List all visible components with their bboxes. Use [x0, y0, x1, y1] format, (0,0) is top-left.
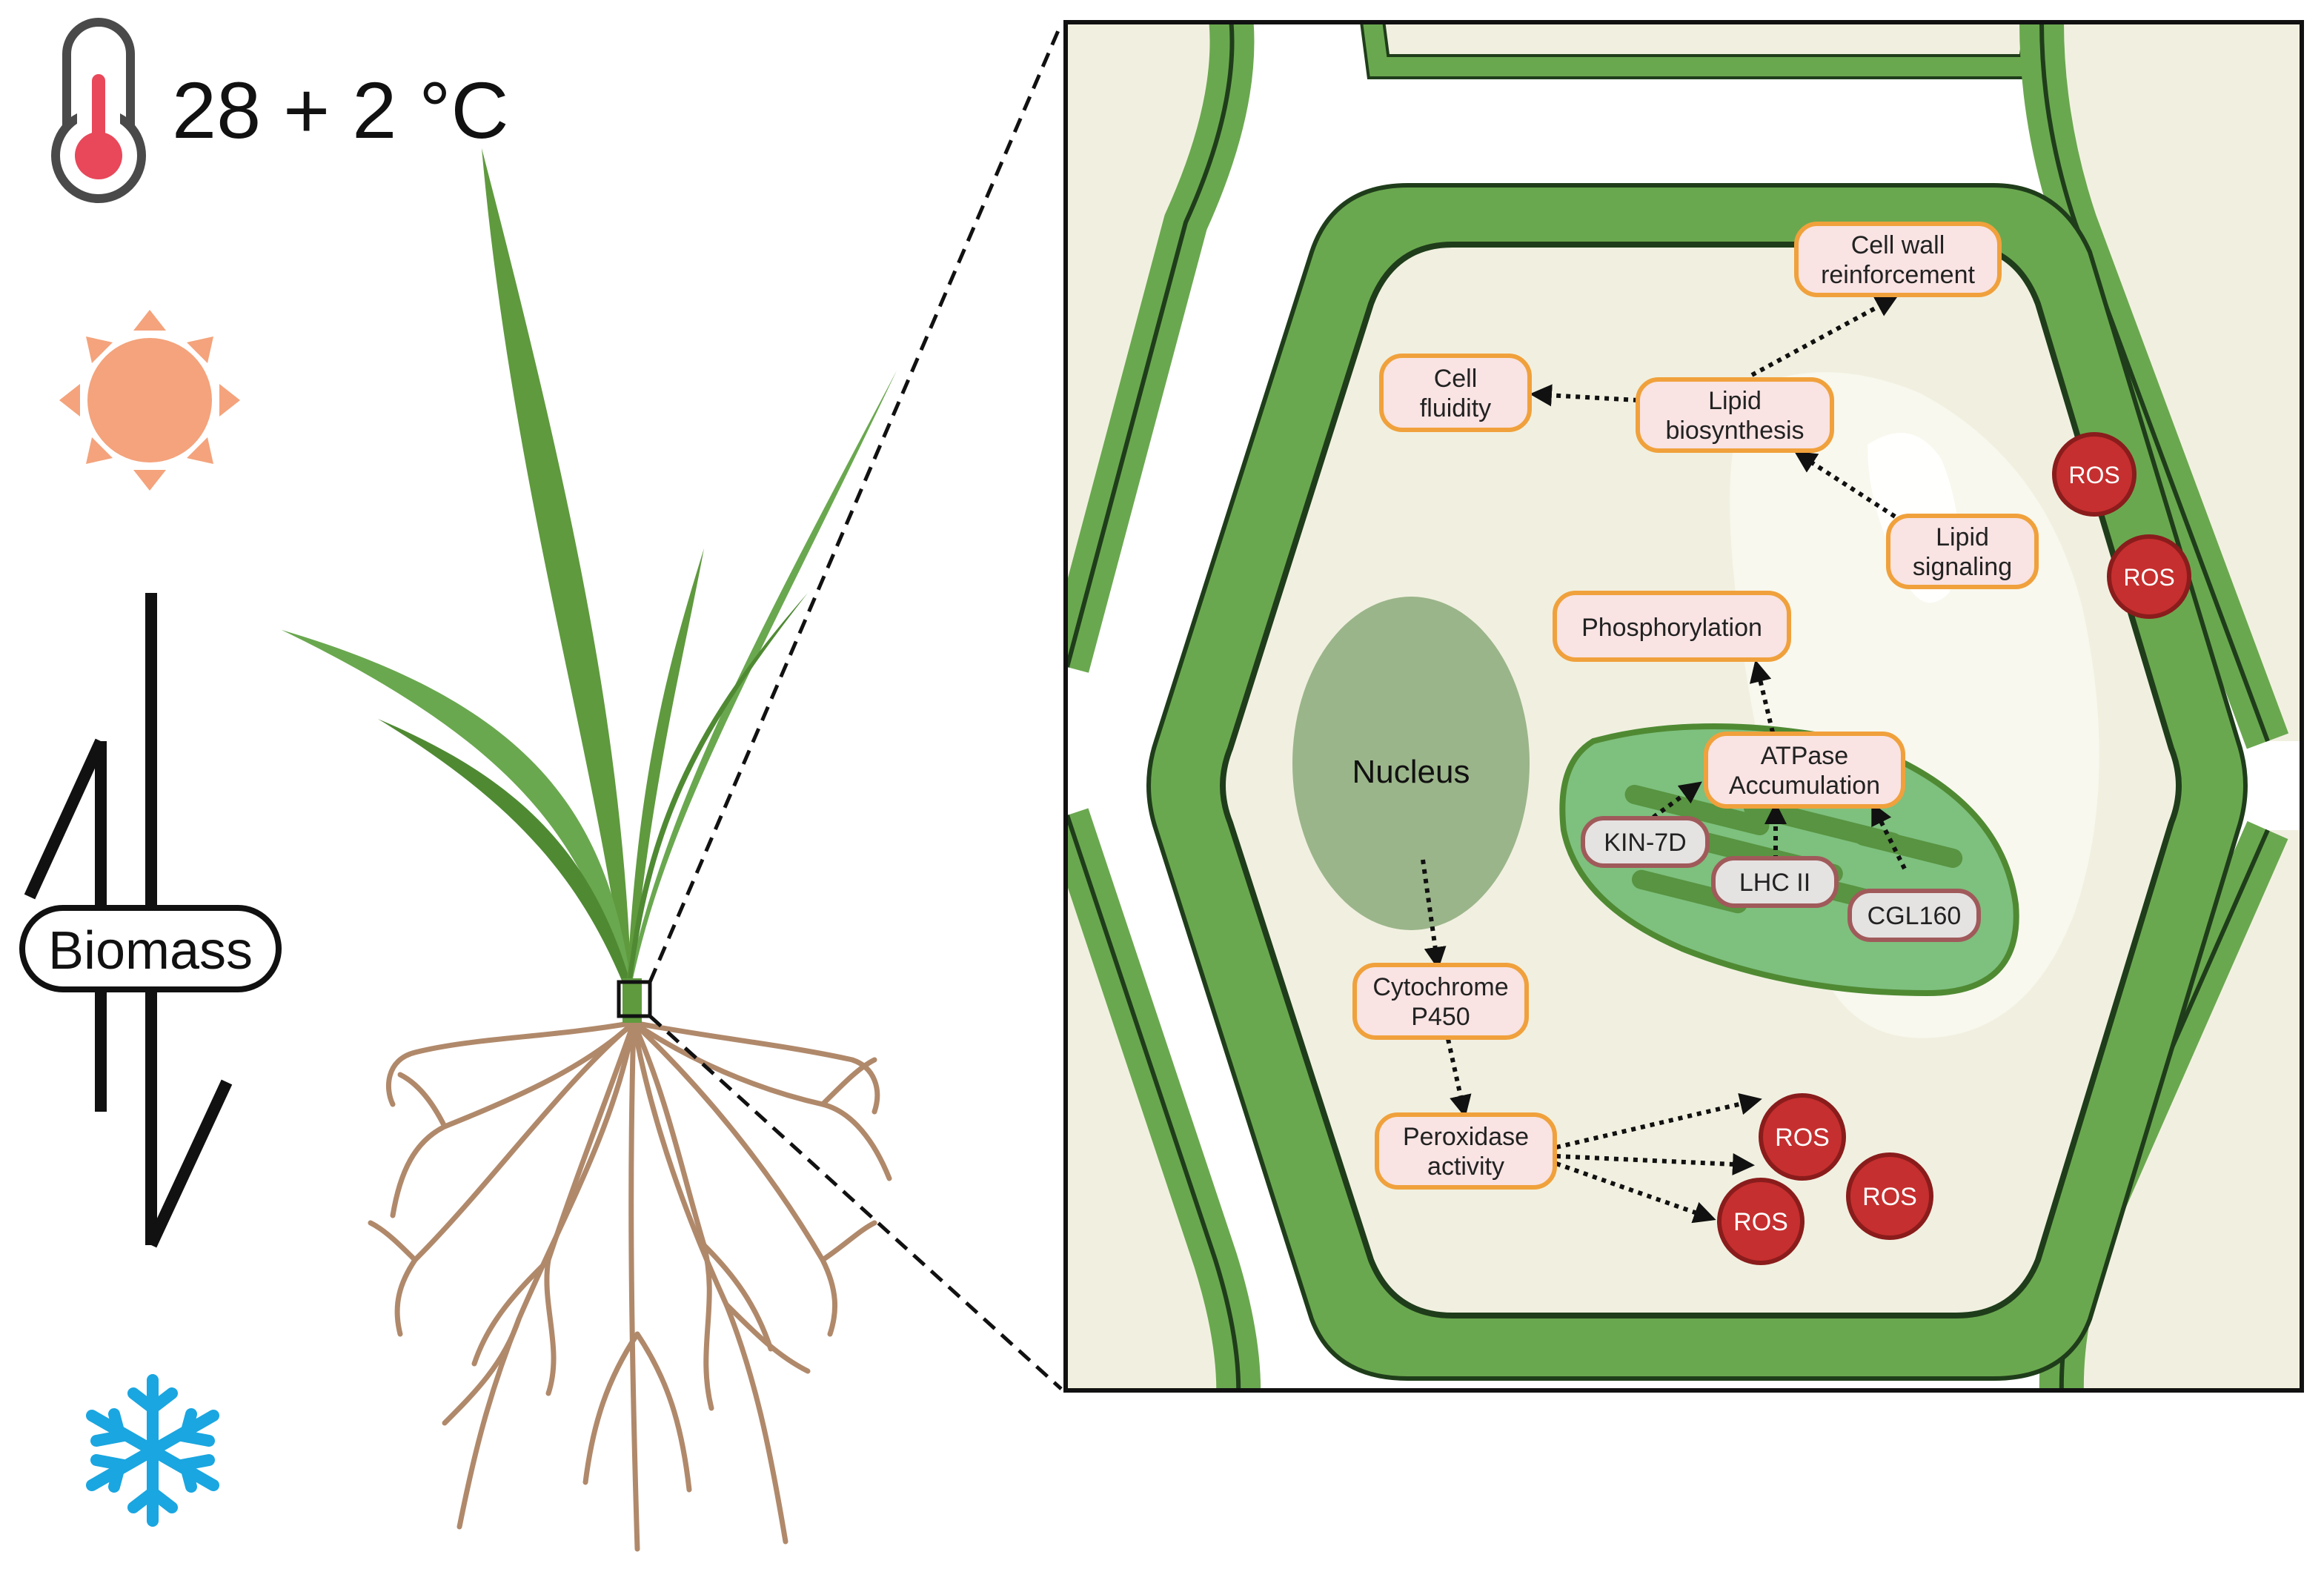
sun-icon — [59, 310, 240, 491]
wheat-plant — [282, 148, 897, 1552]
zoom-marker — [617, 980, 652, 1018]
box-cell-wall-line2: reinforcement — [1821, 261, 1975, 289]
snowflake-icon — [86, 1374, 219, 1527]
biomass-badge: Biomass — [19, 905, 282, 992]
ros-2: ROS — [2107, 534, 2191, 619]
box-cell-fluidity-line2: fluidity — [1420, 394, 1491, 422]
box-lipid-biosynthesis-line2: biosynthesis — [1665, 417, 1804, 445]
thermometer-icon — [51, 18, 146, 203]
protein-cgl160-label: CGL160 — [1868, 902, 1962, 930]
ros-4: ROS — [1846, 1152, 1933, 1240]
zoom-lines — [648, 23, 1063, 1390]
box-lipid-signaling: Lipid signaling — [1886, 514, 2039, 589]
box-atpase-line2: Accumulation — [1729, 772, 1880, 800]
box-phosphorylation-line1: Phosphorylation — [1581, 614, 1762, 642]
box-cytochrome-p450: Cytochrome P450 — [1352, 963, 1529, 1040]
roots — [368, 1020, 892, 1552]
ros-3-label: ROS — [1775, 1124, 1830, 1152]
box-phosphorylation: Phosphorylation — [1553, 591, 1791, 662]
ros-1-label: ROS — [2068, 462, 2119, 488]
cell-panel-border — [1063, 20, 2304, 1393]
box-atpase-accumulation: ATPase Accumulation — [1704, 732, 1905, 809]
box-peroxidase-line1: Peroxidase — [1403, 1123, 1529, 1151]
ros-5: ROS — [1717, 1178, 1805, 1265]
box-cell-fluidity-line1: Cell — [1434, 365, 1478, 393]
box-lipid-signaling-line1: Lipid — [1936, 523, 1989, 551]
box-cell-fluidity: Cell fluidity — [1379, 354, 1532, 432]
cell-panel: Nucleus — [1063, 20, 2304, 1393]
protein-lhc-ii: LHC II — [1711, 856, 1839, 908]
box-lipid-biosynthesis: Lipid biosynthesis — [1636, 377, 1834, 453]
neighbor-cell-right — [2042, 22, 2302, 741]
box-cytochrome-line2: P450 — [1411, 1003, 1470, 1031]
ros-5-label: ROS — [1733, 1208, 1788, 1236]
temperature-label: 28 + 2 °C — [172, 65, 508, 155]
neighbor-cell-top — [1360, 22, 2049, 79]
shoots — [282, 148, 897, 1023]
box-cell-wall-reinforcement: Cell wall reinforcement — [1794, 222, 2002, 297]
biomass-label: Biomass — [48, 921, 253, 981]
box-atpase-line1: ATPase — [1761, 742, 1848, 770]
nucleus — [1292, 597, 1530, 930]
box-peroxidase-activity: Peroxidase activity — [1375, 1112, 1557, 1190]
protein-cgl160: CGL160 — [1847, 889, 1981, 942]
protein-lhc-ii-label: LHC II — [1739, 869, 1810, 897]
box-lipid-signaling-line2: signaling — [1913, 553, 2012, 581]
box-cell-wall-line1: Cell wall — [1851, 231, 1945, 259]
ros-1: ROS — [2052, 432, 2137, 517]
ros-2-label: ROS — [2123, 564, 2174, 591]
box-peroxidase-line2: activity — [1427, 1152, 1504, 1181]
nucleus-label: Nucleus — [1352, 754, 1470, 790]
ros-4-label: ROS — [1862, 1183, 1917, 1211]
box-lipid-biosynthesis-line1: Lipid — [1708, 387, 1762, 415]
box-cytochrome-line1: Cytochrome — [1372, 973, 1508, 1001]
protein-kin-7d-label: KIN-7D — [1604, 829, 1686, 857]
ros-3: ROS — [1759, 1093, 1846, 1181]
protein-kin-7d: KIN-7D — [1581, 816, 1710, 868]
